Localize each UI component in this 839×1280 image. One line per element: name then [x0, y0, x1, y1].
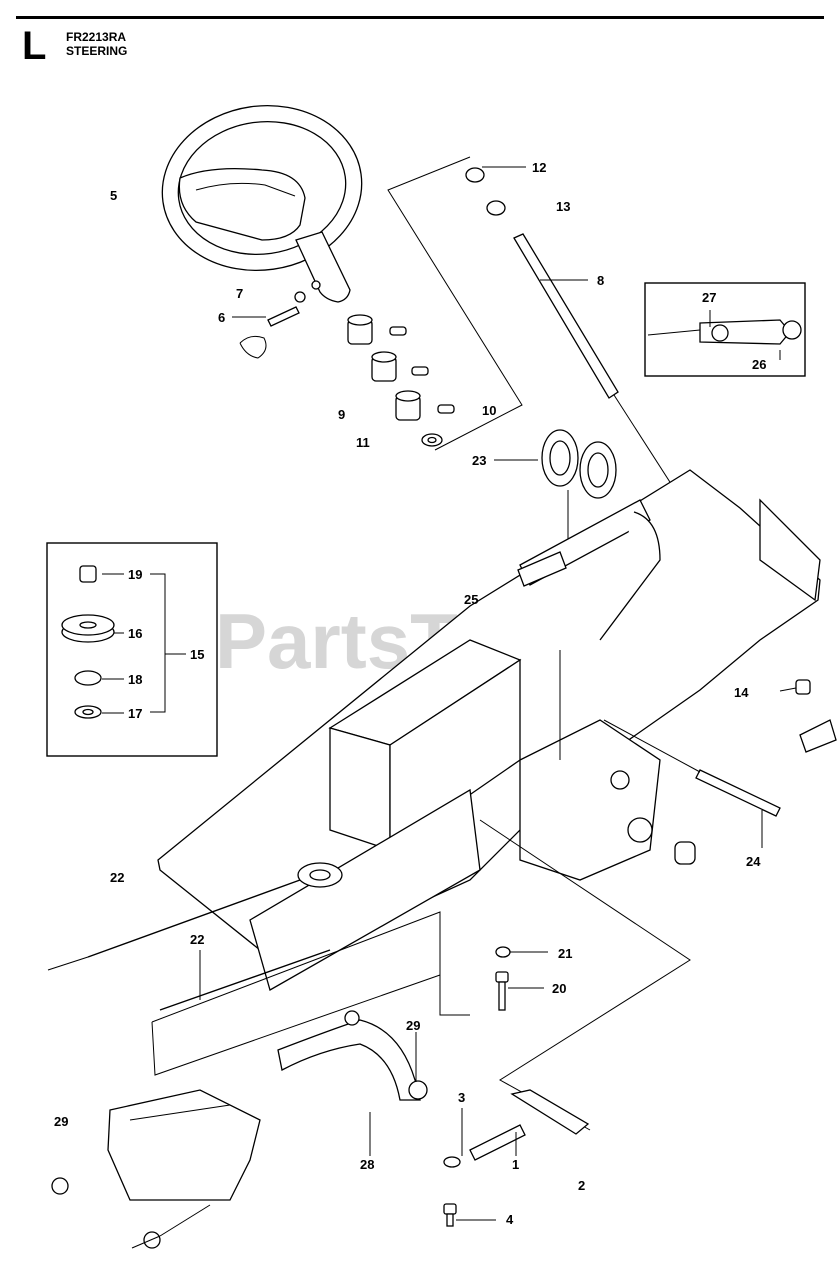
- callout-29a: 29: [406, 1018, 420, 1033]
- callout-24: 24: [746, 854, 761, 869]
- steering-wheel: [161, 104, 363, 303]
- lower-group-lines: [151, 911, 470, 1023]
- callout-28: 28: [360, 1157, 374, 1172]
- detail-26-27-box: [644, 282, 806, 377]
- callout-7: 7: [236, 286, 243, 301]
- callout-5: 5: [110, 188, 117, 203]
- callout-27: 27: [702, 290, 716, 305]
- lower-assembly: [51, 1010, 428, 1249]
- callout-3: 3: [458, 1090, 465, 1105]
- callout-22a: 22: [110, 870, 124, 885]
- callout-21: 21: [558, 946, 572, 961]
- group-bracket-8-13: [387, 156, 523, 451]
- callout-18: 18: [128, 672, 142, 687]
- callout-13: 13: [556, 199, 570, 214]
- callout-26: 26: [752, 357, 766, 372]
- rods: [47, 551, 837, 1011]
- kit-15-box: [46, 542, 218, 757]
- callout-labels: 1 2 3 4 5 6 7 8 9 10 11 12 13 14 15 16 1…: [54, 160, 766, 1227]
- bracket-15: [150, 573, 166, 713]
- callout-15: 15: [190, 647, 204, 662]
- callout-19: 19: [128, 567, 142, 582]
- leader-lines: [102, 166, 797, 1221]
- callout-29b: 29: [54, 1114, 68, 1129]
- callout-6: 6: [218, 310, 225, 325]
- section-title: STEERING: [66, 44, 128, 58]
- callout-16: 16: [128, 626, 142, 641]
- hardware-parts: [443, 946, 590, 1227]
- pulleys: [541, 429, 617, 700]
- callout-17: 17: [128, 706, 142, 721]
- detail-cable-end: [647, 319, 802, 345]
- callout-22b: 22: [190, 932, 204, 947]
- callout-4: 4: [506, 1212, 514, 1227]
- callout-10: 10: [482, 403, 496, 418]
- section-letter: L: [22, 24, 47, 68]
- callout-2: 2: [578, 1178, 585, 1193]
- callout-23: 23: [472, 453, 486, 468]
- kit-15-parts: [61, 565, 115, 719]
- callout-20: 20: [552, 981, 566, 996]
- callout-25: 25: [464, 592, 478, 607]
- callout-8: 8: [597, 273, 604, 288]
- chassis-frame: [157, 469, 821, 991]
- callout-11: 11: [356, 435, 370, 450]
- header-rule: [16, 16, 824, 19]
- callout-9: 9: [338, 407, 345, 422]
- shaft-couplers: [347, 314, 455, 447]
- hub-fasteners: [239, 280, 321, 359]
- callout-14: 14: [734, 685, 749, 700]
- callout-12: 12: [532, 160, 546, 175]
- model-number: FR2213RA: [66, 30, 127, 44]
- callout-1: 1: [512, 1157, 519, 1172]
